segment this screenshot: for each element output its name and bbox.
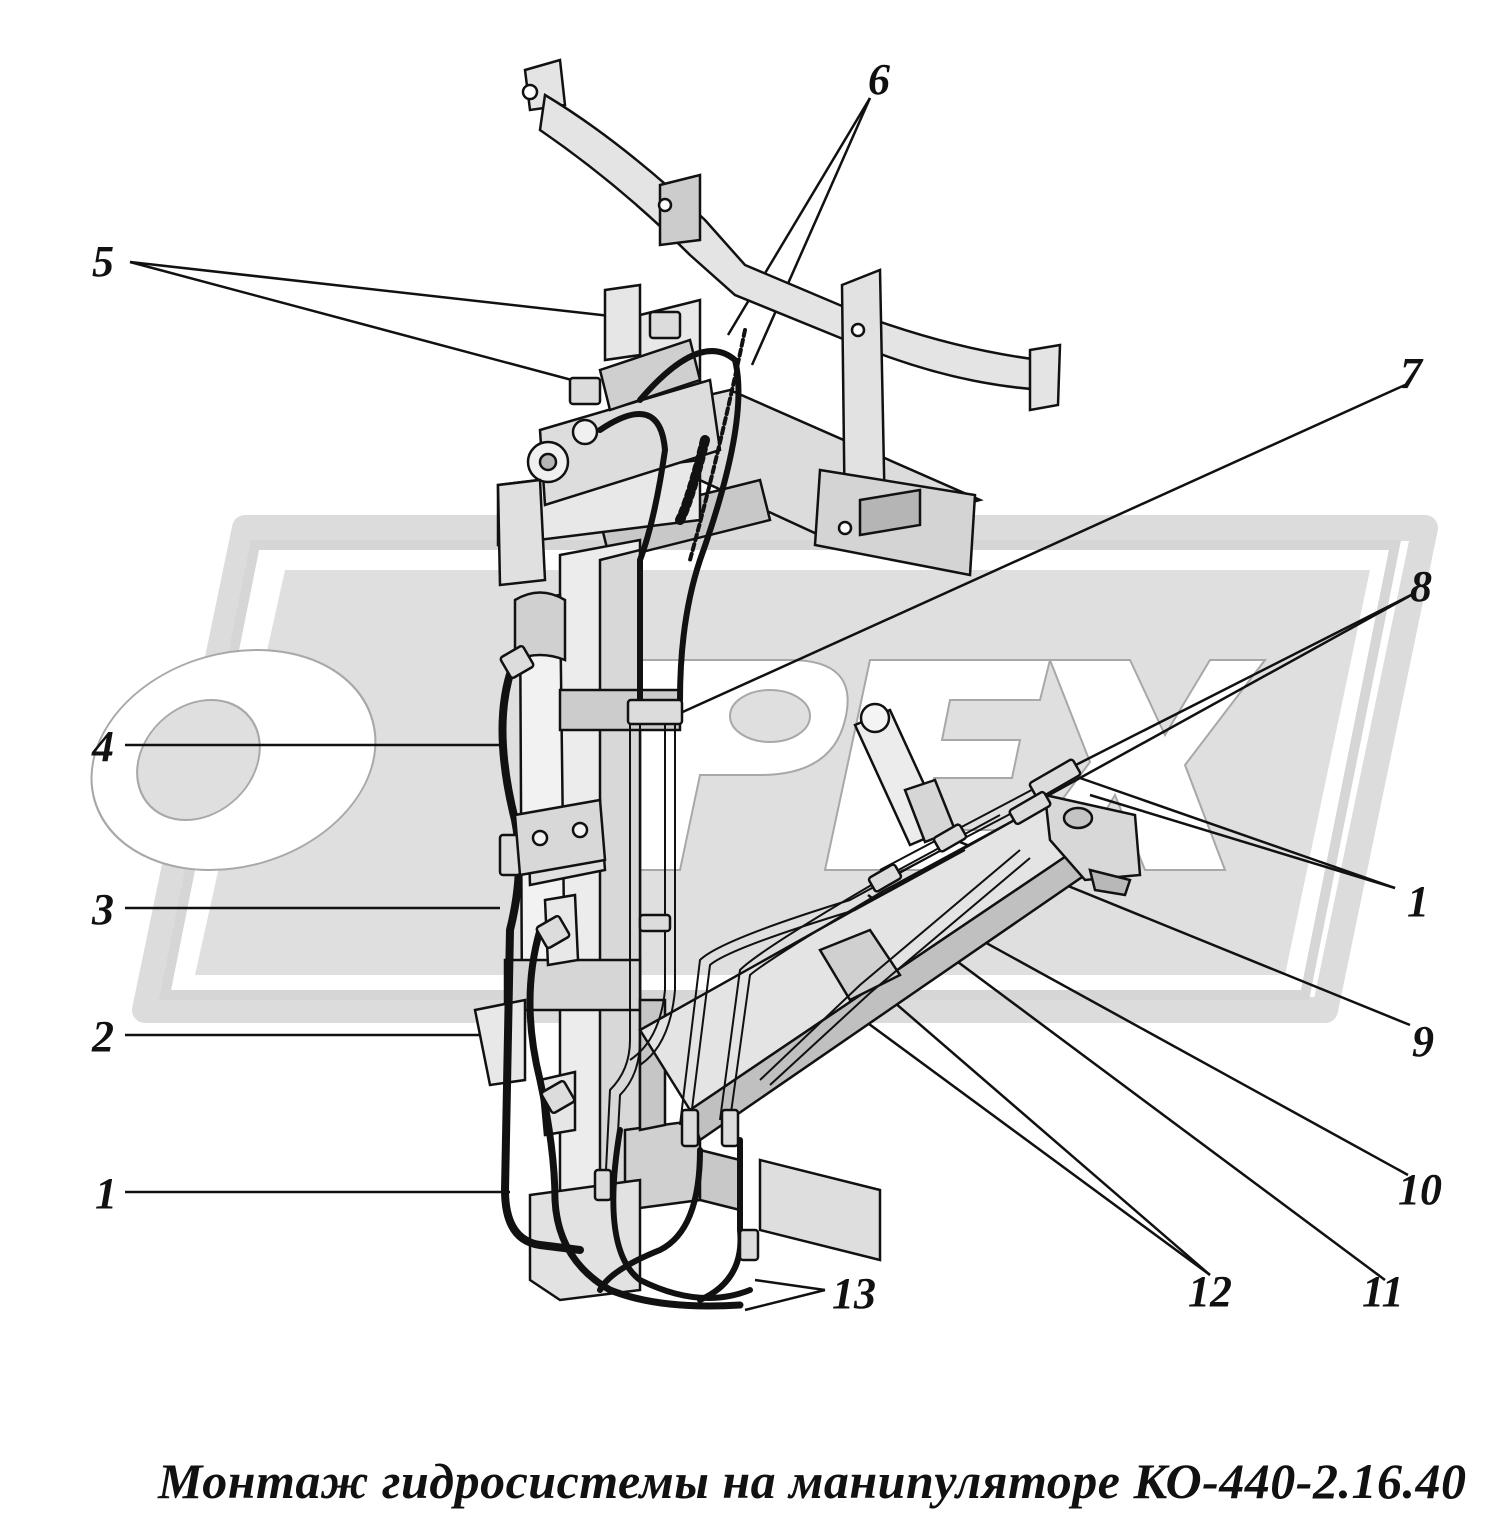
callout-10: 10 <box>1398 1165 1442 1214</box>
callout-1-right: 1 <box>1407 877 1429 926</box>
callout-8: 8 <box>1410 562 1432 611</box>
boom-end-block <box>1062 806 1094 830</box>
figure-caption: Монтаж гидросистемы на манипуляторе КО-4… <box>158 1453 1467 1509</box>
callout-13: 13 <box>832 1269 876 1318</box>
watermark <box>90 515 1438 1023</box>
leaf-spring-upper <box>521 58 1062 412</box>
callout-6: 6 <box>868 55 890 104</box>
lower-frame-rail <box>473 998 882 1262</box>
right-bracket <box>813 268 977 577</box>
callout-7: 7 <box>1400 349 1422 398</box>
callout-3: 3 <box>92 885 114 934</box>
hose-fittings <box>498 310 1082 1262</box>
valve-block <box>513 798 607 877</box>
callout-12: 12 <box>1188 1267 1232 1316</box>
callout-9: 9 <box>1412 1017 1434 1066</box>
leader-lines <box>125 97 1416 1312</box>
callout-2: 2 <box>92 1012 114 1061</box>
callout-11: 11 <box>1362 1267 1404 1316</box>
boom-cylinder <box>818 702 957 1002</box>
callout-1-left: 1 <box>95 1169 117 1218</box>
callout-4: 4 <box>92 722 114 771</box>
callout-5: 5 <box>92 237 114 286</box>
